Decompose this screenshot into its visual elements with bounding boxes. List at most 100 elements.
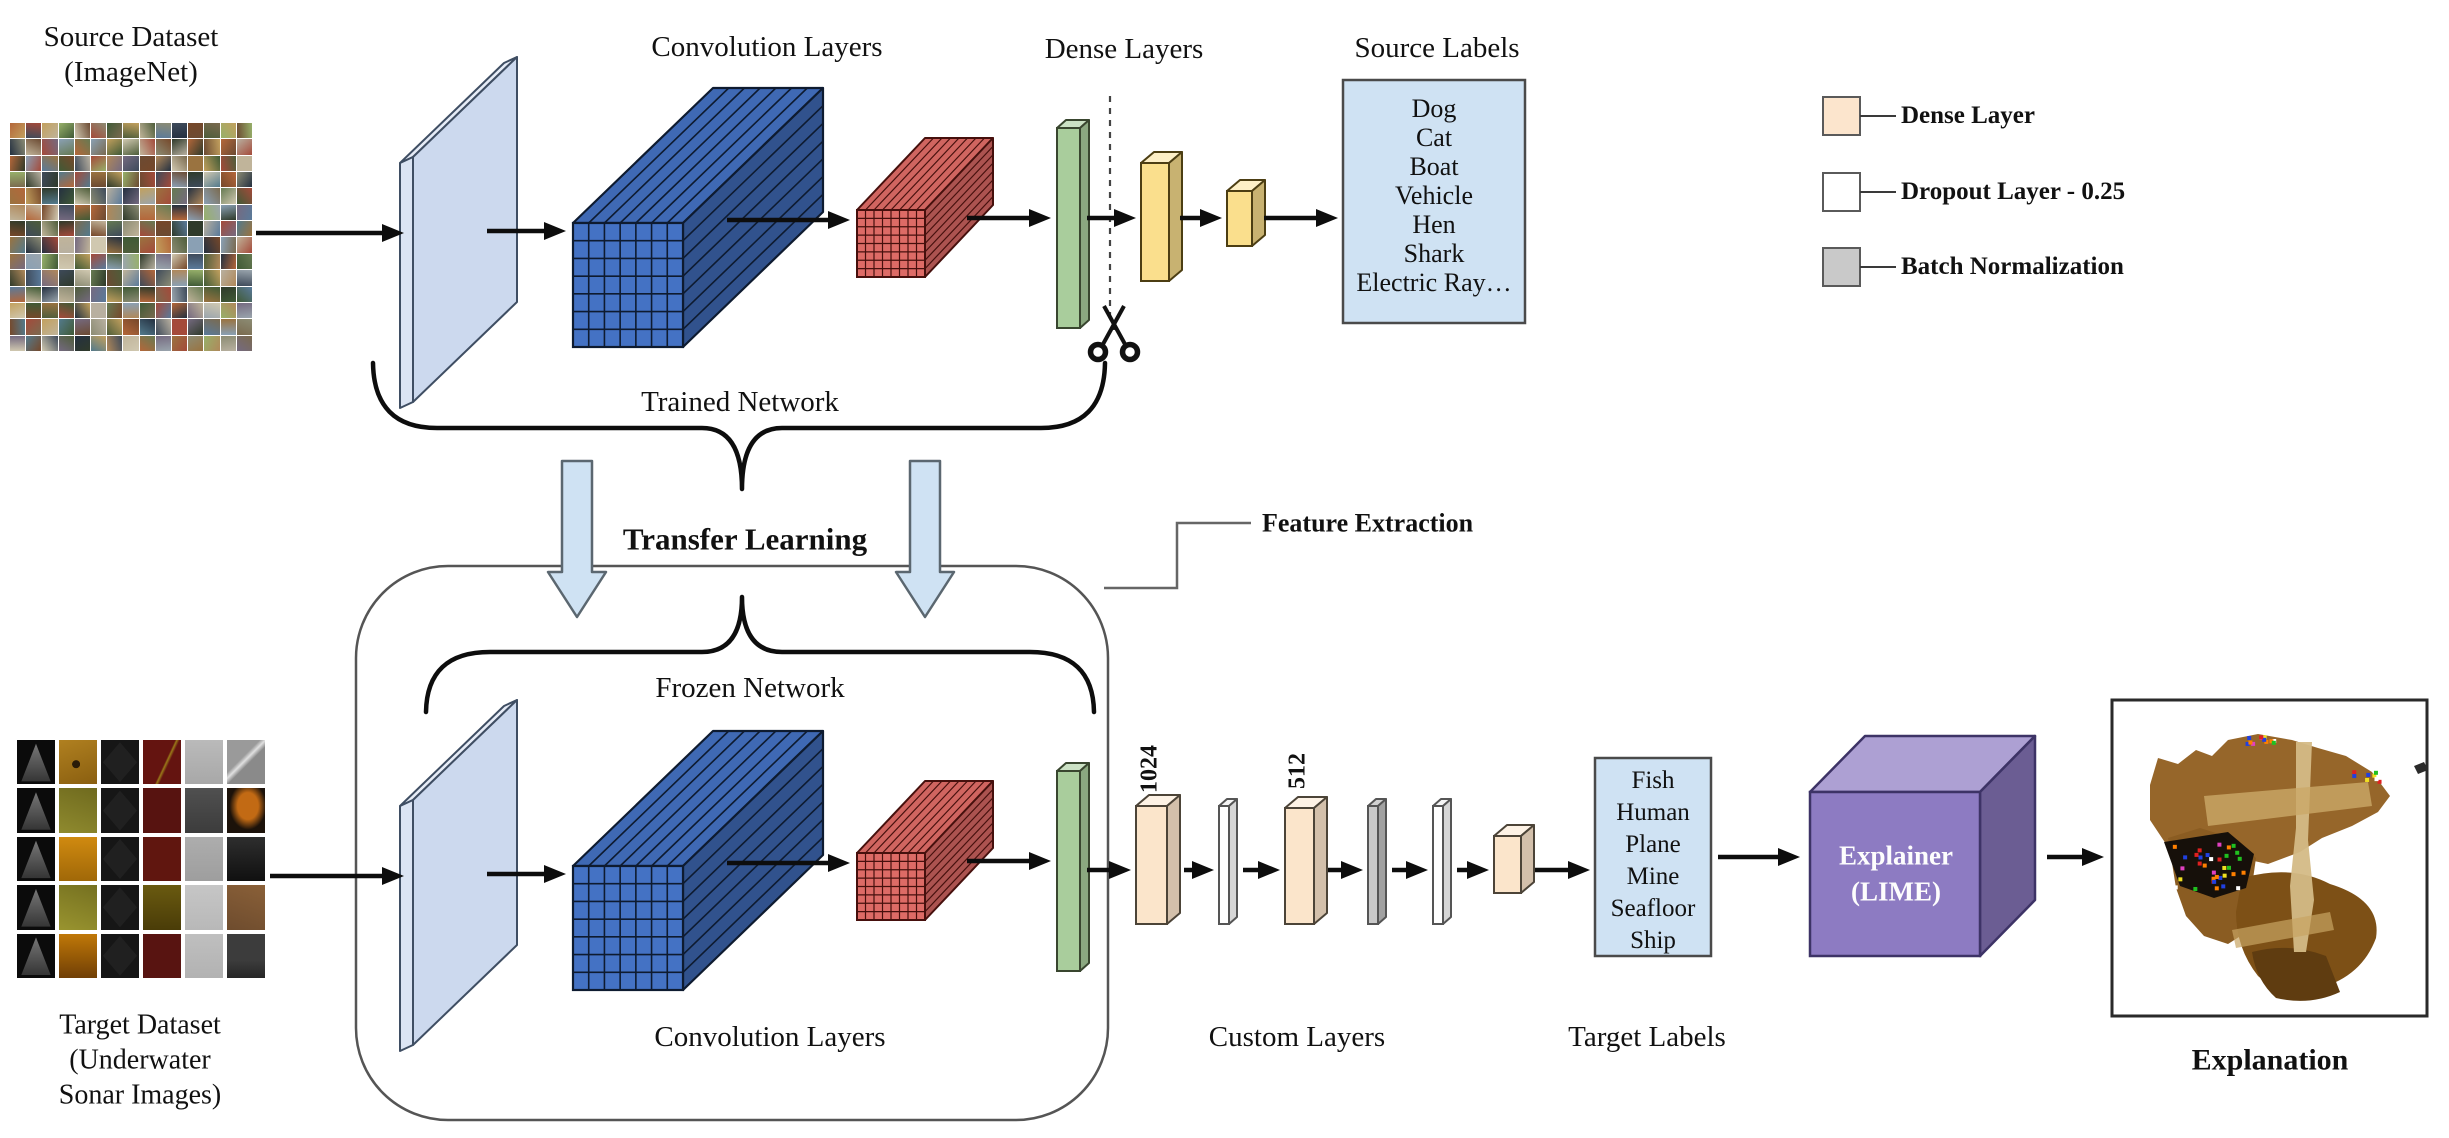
sonar-thumbnail bbox=[227, 740, 265, 785]
custom-layers-label: Custom Layers bbox=[1208, 1020, 1386, 1053]
imagenet-thumbnail bbox=[42, 270, 58, 286]
imagenet-thumbnail bbox=[155, 286, 171, 302]
imagenet-thumbnail bbox=[204, 270, 220, 286]
imagenet-thumbnail bbox=[42, 204, 58, 221]
imagenet-thumbnail bbox=[220, 253, 236, 270]
imagenet-thumbnail bbox=[204, 204, 220, 221]
imagenet-thumbnail bbox=[220, 172, 236, 188]
imagenet-thumbnail bbox=[188, 221, 204, 237]
explainer-label-line1: Explainer bbox=[1838, 840, 1954, 871]
imagenet-thumbnail bbox=[107, 139, 123, 155]
imagenet-thumbnail bbox=[139, 335, 155, 351]
output-dense-layer bbox=[1493, 824, 1535, 894]
legend-label-dropout: Dropout Layer - 0.25 bbox=[1901, 177, 2126, 205]
imagenet-thumbnail bbox=[155, 302, 171, 319]
imagenet-thumbnail bbox=[155, 319, 171, 335]
imagenet-thumbnail bbox=[58, 188, 74, 204]
imagenet-thumbnail bbox=[155, 270, 171, 286]
imagenet-thumbnail bbox=[204, 237, 220, 253]
imagenet-thumbnail bbox=[171, 335, 188, 351]
source-label-item: Boat bbox=[1409, 152, 1459, 181]
sonar-thumbnail bbox=[101, 836, 139, 882]
sonar-thumbnail bbox=[143, 836, 181, 882]
imagenet-thumbnail bbox=[155, 123, 171, 139]
imagenet-thumbnail bbox=[10, 155, 26, 172]
sonar-thumbnail bbox=[17, 885, 55, 930]
imagenet-thumbnail bbox=[155, 335, 171, 351]
imagenet-thumbnail bbox=[123, 302, 139, 319]
sonar-diamond-shape bbox=[102, 742, 138, 783]
imagenet-thumbnail bbox=[90, 286, 107, 302]
imagenet-thumbnail bbox=[90, 253, 107, 270]
imagenet-thumbnail bbox=[171, 270, 188, 286]
imagenet-thumbnail bbox=[236, 335, 252, 351]
source-labels-box bbox=[1341, 78, 1527, 325]
imagenet-thumbnail bbox=[90, 335, 107, 351]
imagenet-thumbnail bbox=[139, 155, 155, 172]
imagenet-thumbnail bbox=[188, 155, 204, 172]
imagenet-thumbnail bbox=[10, 172, 26, 188]
sonar-diamond-shape bbox=[102, 887, 138, 928]
imagenet-thumbnail bbox=[139, 172, 155, 188]
pooling-block-source bbox=[856, 137, 994, 278]
imagenet-thumbnail bbox=[171, 319, 188, 335]
flow-arrow bbox=[1328, 861, 1363, 879]
imagenet-thumbnail bbox=[42, 319, 58, 335]
source-labels-box-text: Dog Cat Boat Vehicle Hen Shark Electric … bbox=[1343, 94, 1525, 297]
imagenet-thumbnail bbox=[26, 188, 42, 204]
imagenet-thumbnail bbox=[188, 253, 204, 270]
flow-arrow bbox=[1087, 209, 1136, 227]
flow-arrow bbox=[487, 222, 566, 240]
imagenet-thumbnail bbox=[90, 204, 107, 221]
imagenet-thumbnail bbox=[90, 172, 107, 188]
explanation-label: Explanation bbox=[2191, 1043, 2349, 1077]
flow-arrow bbox=[2047, 848, 2104, 866]
input-plate-target bbox=[399, 699, 518, 1052]
imagenet-thumbnail bbox=[74, 270, 90, 286]
imagenet-thumbnail bbox=[220, 188, 236, 204]
imagenet-thumbnail bbox=[58, 204, 74, 221]
target-dataset-title-line2: (Underwater bbox=[69, 1044, 211, 1076]
imagenet-thumbnail bbox=[236, 237, 252, 253]
imagenet-thumbnail bbox=[188, 139, 204, 155]
imagenet-thumbnail bbox=[58, 286, 74, 302]
convolution-layers-top-label: Convolution Layers bbox=[651, 30, 883, 63]
imagenet-thumbnail bbox=[10, 139, 26, 155]
sonar-thumbnail bbox=[59, 740, 97, 785]
imagenet-thumbnail bbox=[26, 204, 42, 221]
imagenet-thumbnail bbox=[188, 204, 204, 221]
imagenet-thumbnail bbox=[188, 123, 204, 139]
imagenet-thumbnail bbox=[236, 270, 252, 286]
imagenet-thumbnail bbox=[204, 123, 220, 139]
sonar-montage-image bbox=[17, 740, 265, 978]
sonar-thumbnail bbox=[101, 740, 139, 785]
imagenet-thumbnail bbox=[74, 253, 90, 270]
imagenet-thumbnail bbox=[220, 319, 236, 335]
imagenet-thumbnail bbox=[58, 172, 74, 188]
imagenet-thumbnail bbox=[204, 286, 220, 302]
imagenet-thumbnail bbox=[171, 139, 188, 155]
imagenet-thumbnail bbox=[58, 221, 74, 237]
imagenet-thumbnail bbox=[42, 237, 58, 253]
target-label-item: Fish bbox=[1631, 767, 1675, 794]
legend-connector bbox=[1860, 266, 1896, 268]
imagenet-thumbnail bbox=[58, 319, 74, 335]
legend-label-batchnorm: Batch Normalization bbox=[1901, 252, 2124, 280]
imagenet-thumbnail bbox=[204, 253, 220, 270]
imagenet-thumbnail bbox=[90, 319, 107, 335]
imagenet-thumbnail bbox=[155, 155, 171, 172]
sonar-cone-shape bbox=[21, 792, 51, 830]
custom-dense-512 bbox=[1284, 796, 1328, 925]
imagenet-thumbnail bbox=[139, 204, 155, 221]
target-dataset-title-line1: Target Dataset bbox=[59, 1009, 221, 1041]
imagenet-thumbnail bbox=[171, 221, 188, 237]
imagenet-thumbnail bbox=[74, 302, 90, 319]
imagenet-thumbnail bbox=[236, 253, 252, 270]
flow-arrow bbox=[1243, 861, 1280, 879]
imagenet-thumbnail bbox=[171, 172, 188, 188]
imagenet-thumbnail bbox=[188, 270, 204, 286]
imagenet-thumbnail bbox=[42, 188, 58, 204]
dropout-layer-2 bbox=[1432, 798, 1452, 925]
sonar-cone-shape bbox=[21, 888, 51, 927]
scissors-icon bbox=[1087, 305, 1141, 363]
